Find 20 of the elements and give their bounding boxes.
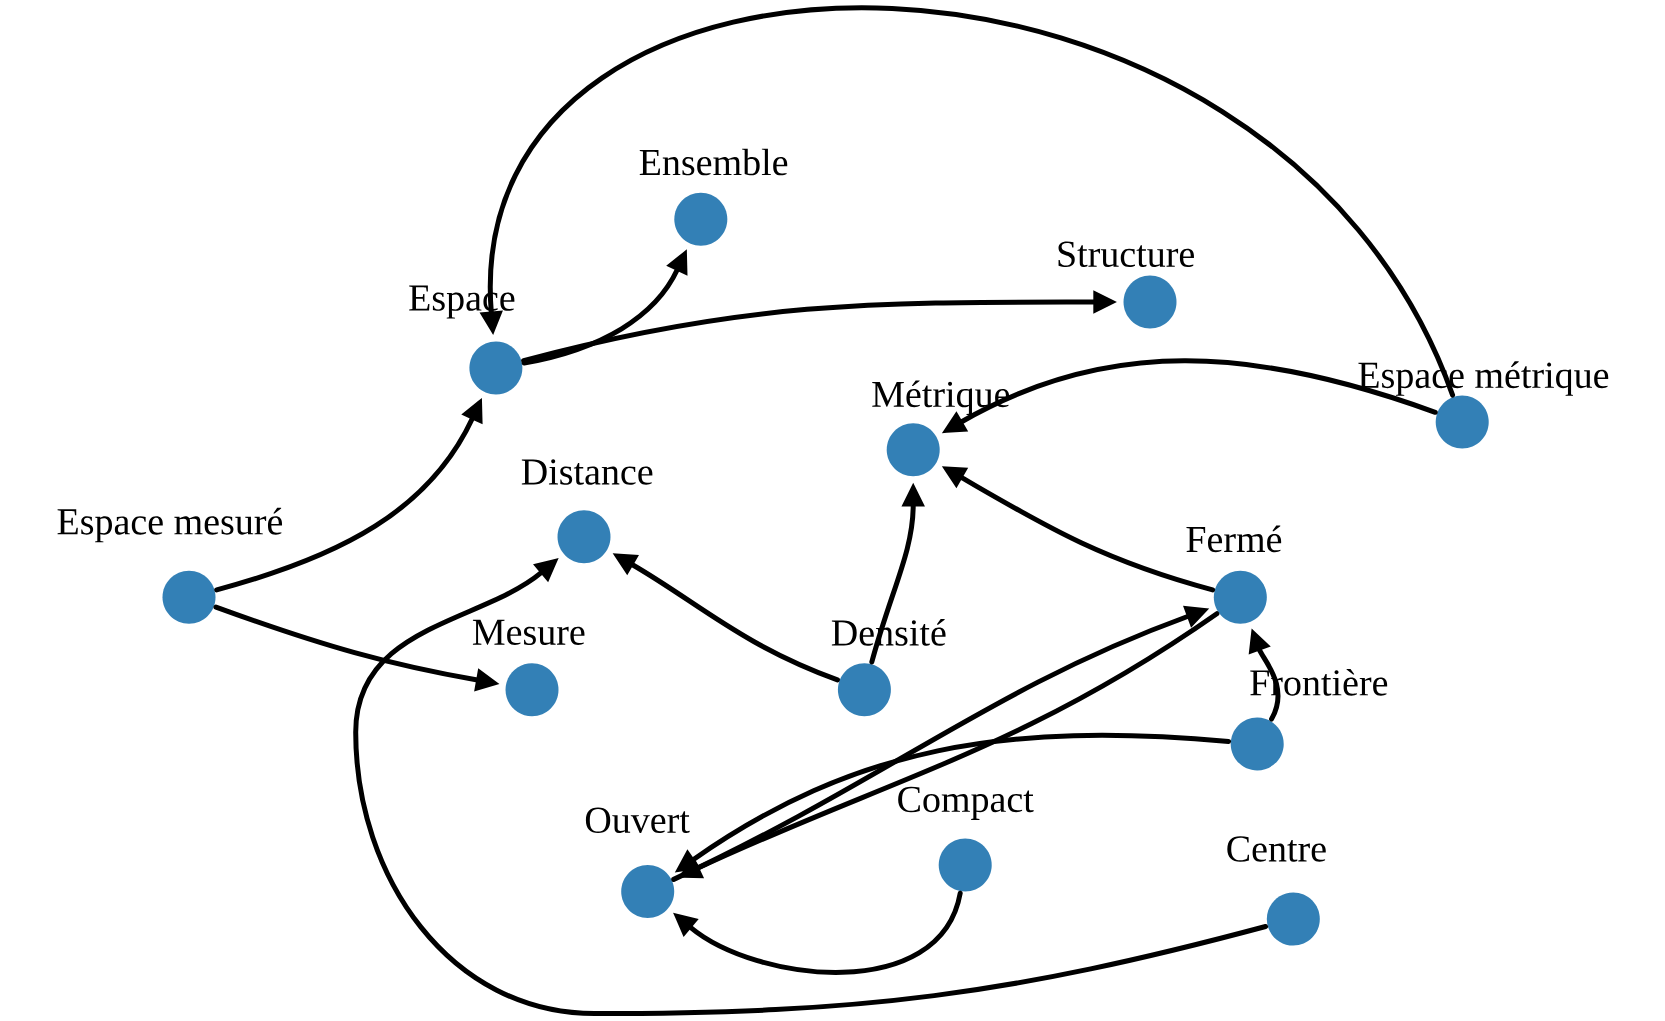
labeled-circle-node: Ouvert — [585, 807, 690, 918]
labeled-circle-node: Centre — [1227, 836, 1326, 946]
labeled-circle-node: Distance — [521, 459, 653, 564]
node-label: Centre — [1227, 836, 1326, 862]
node-label: Distance — [521, 459, 653, 485]
labeled-circle-node: Structure — [1058, 241, 1194, 329]
labeled-circle-node: Fermé — [1186, 525, 1282, 624]
labeled-circle-node: Espace mesuré — [57, 507, 282, 624]
labeled-circle-node: Ensemble — [639, 148, 788, 246]
node-label: Ensemble — [639, 148, 788, 176]
labeled-circle-node: Compact — [898, 786, 1034, 892]
labeled-circle-node: Métrique — [872, 380, 1010, 477]
labeled-circle-node: Mesure — [472, 619, 585, 717]
node-label: Mesure — [472, 619, 585, 646]
node-label: Fermé — [1186, 525, 1282, 553]
node-label: Métrique — [872, 380, 1010, 415]
node-label: Structure — [1058, 241, 1194, 268]
node-label: Ouvert — [585, 807, 690, 834]
node-label: Espace mesuré — [57, 507, 283, 543]
node-label: Compact — [898, 786, 1034, 820]
